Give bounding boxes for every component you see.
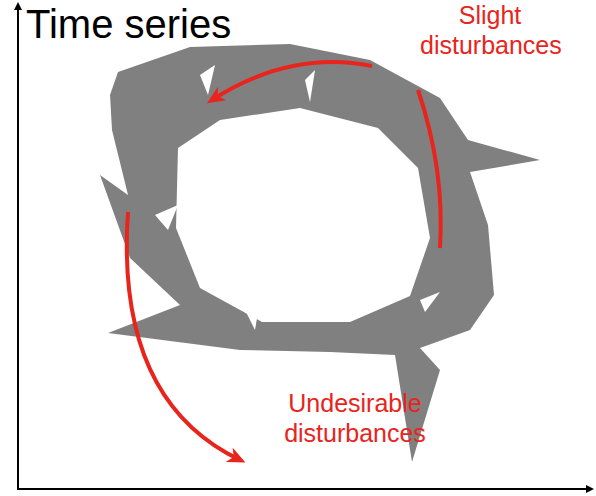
annotation: Slight disturbances bbox=[420, 0, 560, 60]
x-axis bbox=[17, 488, 590, 490]
trajectory-band bbox=[100, 44, 540, 462]
gap-marks bbox=[155, 65, 440, 330]
disturbance-path bbox=[418, 90, 441, 248]
annotation: Undesirable disturbances bbox=[255, 388, 455, 448]
disturbance-arrow bbox=[127, 212, 240, 460]
y-axis bbox=[17, 6, 19, 490]
chart-title: Time series bbox=[26, 2, 231, 46]
disturbance-arrow bbox=[212, 62, 372, 100]
